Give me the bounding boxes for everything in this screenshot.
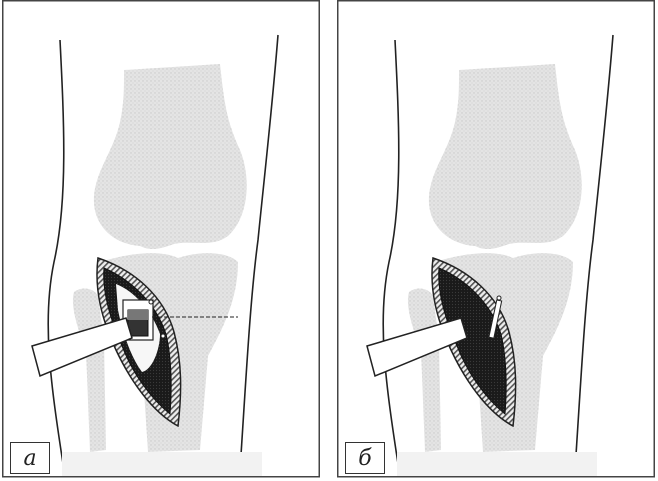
leg-outline-left: [48, 40, 64, 470]
lower-fade: [62, 452, 262, 476]
panel-a: а: [2, 0, 320, 478]
panel-b: б: [337, 0, 655, 478]
leg-outline-left: [383, 40, 399, 470]
leg-outline-right: [575, 35, 613, 470]
panel-label-a: а: [10, 442, 50, 474]
fibula: [408, 289, 441, 452]
leg-outline-right: [240, 35, 278, 470]
femur: [94, 64, 247, 249]
femur: [429, 64, 582, 249]
knee-illustration-b: [337, 0, 655, 478]
knee-illustration-a: [2, 0, 320, 478]
lower-fade: [397, 452, 597, 476]
fibula: [73, 289, 106, 452]
panel-label-b: б: [345, 442, 385, 474]
